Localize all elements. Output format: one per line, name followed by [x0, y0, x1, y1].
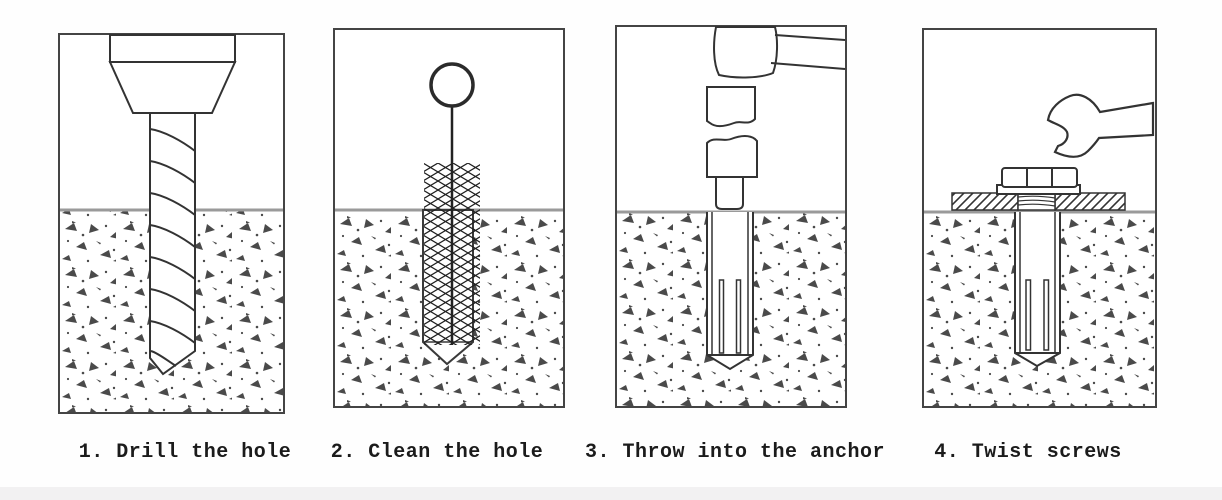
step-caption-1: 1. Drill the hole — [78, 441, 292, 464]
drill-into-concrete-icon — [58, 33, 285, 414]
footer-strip — [0, 487, 1222, 500]
open-end-wrench — [1046, 93, 1155, 158]
hammer-driving-anchor-icon — [615, 25, 847, 408]
hammer-handle — [770, 34, 846, 70]
step-panel-1 — [58, 33, 285, 414]
step-caption-4: 4. Twist screws — [934, 441, 1122, 464]
hammer — [713, 26, 846, 79]
anchor-sleeve-in-hole — [706, 212, 754, 371]
expansion-prong — [1025, 279, 1032, 351]
ring-handle — [429, 62, 475, 108]
brush-cleaning-hole-icon — [333, 28, 565, 408]
expansion-prong — [1043, 279, 1050, 351]
step-caption-2: 2. Clean the hole — [330, 441, 544, 464]
anchor-sleeve-in-hole — [1014, 212, 1061, 368]
expansion-prong — [718, 279, 725, 354]
drill-flutes — [149, 128, 196, 367]
hex-nut — [1001, 167, 1078, 188]
step-panel-4 — [922, 28, 1157, 408]
step-panel-3 — [615, 25, 847, 408]
anchor-setting-tool — [706, 86, 758, 210]
step-panel-2 — [333, 28, 565, 408]
fixture-plate — [951, 192, 1126, 211]
step-caption-3: 3. Throw into the anchor — [584, 441, 886, 464]
drill-chuck — [108, 34, 237, 114]
hammer-head — [713, 26, 779, 79]
drill-bit — [149, 112, 196, 376]
wrench-tightening-nut-icon — [922, 28, 1157, 408]
expansion-prong — [735, 279, 742, 354]
